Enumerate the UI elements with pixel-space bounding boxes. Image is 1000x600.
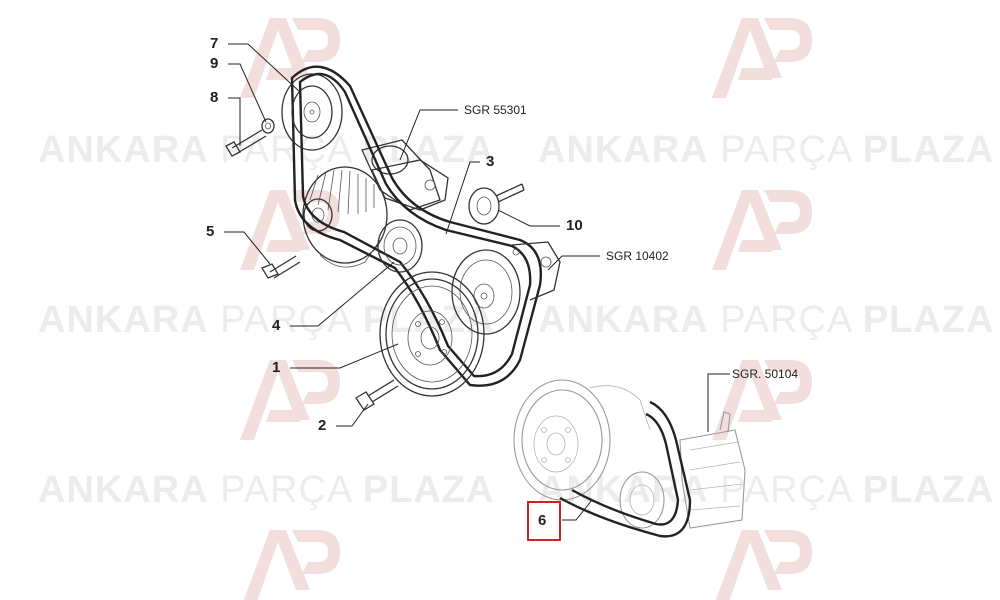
callout-3: 3 (486, 153, 494, 170)
ref-label-sgr-10402: SGR 10402 (606, 249, 669, 263)
callout-2: 2 (318, 417, 326, 434)
callout-6: 6 (538, 512, 546, 529)
ref-label-sgr-55301: SGR 55301 (464, 103, 527, 117)
watermark-layer: ANKARA PARÇA PLAZA ANKARA PARÇA PLAZA AN… (38, 18, 994, 600)
callout-10: 10 (566, 217, 583, 234)
leader-lines (224, 43, 730, 521)
callout-4: 4 (272, 317, 281, 334)
watermark-text: ANKARA PARÇA PLAZA (38, 129, 494, 171)
top-pulley (281, 73, 343, 151)
ref-label-sgr-50104: SGR. 50104 (732, 367, 798, 381)
callout-8: 8 (210, 89, 218, 106)
bolt-8 (225, 129, 267, 157)
small-idler (468, 183, 525, 225)
ac-compressor (619, 411, 746, 529)
highlight-box (527, 501, 561, 541)
ribbed-belt-6 (559, 400, 692, 538)
callout-7: 7 (210, 35, 218, 52)
callout-1: 1 (272, 359, 280, 376)
watermark-text: ANKARA PARÇA PLAZA (538, 469, 994, 511)
bolt-2 (355, 379, 399, 411)
crankshaft-pulley (379, 271, 485, 397)
watermark-logo (240, 18, 812, 600)
watermark-text: ANKARA PARÇA PLAZA (538, 129, 994, 171)
washer-9 (261, 118, 275, 134)
upper-belt (290, 65, 542, 387)
tensioner-bracket (371, 159, 449, 211)
callout-5: 5 (206, 223, 214, 240)
watermark-text: ANKARA PARÇA PLAZA (538, 299, 994, 341)
idler-pulley (377, 219, 423, 273)
callout-9: 9 (210, 55, 218, 72)
watermark-text: ANKARA PARÇA PLAZA (38, 469, 494, 511)
bolt-5 (261, 255, 301, 279)
